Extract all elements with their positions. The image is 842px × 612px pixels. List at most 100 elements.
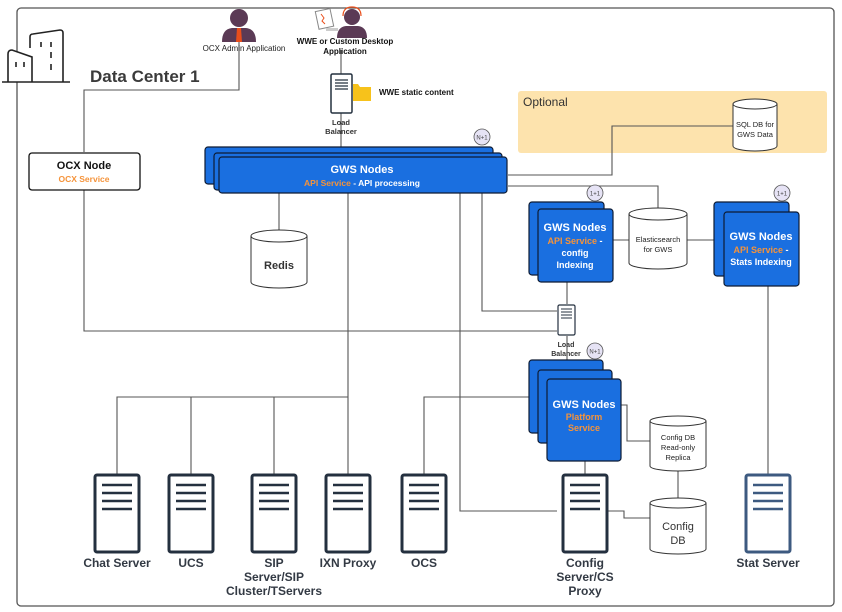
gws-platform-title: GWS Nodes bbox=[553, 399, 616, 411]
ocx-admin-label: OCX Admin Application bbox=[203, 44, 286, 53]
gws-api-badge: N+1 bbox=[473, 128, 491, 146]
server-icon bbox=[167, 473, 215, 554]
load-balancer-mid: Load Balancer bbox=[551, 304, 581, 358]
line-gws-api-to-lb-mid bbox=[481, 193, 557, 312]
gws-platform-nodes: GWS Nodes Platform Service N+1 bbox=[528, 342, 622, 462]
stat-server-label-1: Stat Server bbox=[736, 556, 800, 570]
wwe-label-line2: Application bbox=[323, 47, 367, 56]
ixn-proxy-label-1: IXN Proxy bbox=[320, 556, 377, 570]
gws-config-idx-line4: Indexing bbox=[556, 260, 593, 270]
gws-config-idx-title: GWS Nodes bbox=[544, 222, 607, 234]
gws-api-nodes: GWS Nodes API Service - API processing N… bbox=[204, 128, 508, 194]
wwe-actor: WWE or Custom Desktop Application bbox=[297, 6, 394, 56]
config-replica-label-1: Config DB bbox=[661, 433, 695, 442]
gws-stats-idx-line3: Stats Indexing bbox=[730, 257, 792, 267]
gws-api-title: GWS Nodes bbox=[331, 164, 394, 176]
sql-db-label-1: SQL DB for bbox=[736, 120, 775, 129]
load-balancer-mid-label-2: Balancer bbox=[551, 351, 581, 358]
gws-config-idx-line2: API Service - bbox=[547, 236, 602, 246]
line-gws-api-to-elastic bbox=[508, 185, 659, 209]
wwe-label-line1: WWE or Custom Desktop bbox=[297, 37, 394, 46]
gws-stats-idx-line2: API Service - bbox=[733, 245, 788, 255]
server-icon bbox=[330, 73, 353, 114]
load-balancer-top: Load Balancer bbox=[325, 73, 357, 136]
gws-platform-badge: N+1 bbox=[586, 342, 604, 360]
config-db-label-2: DB bbox=[670, 535, 685, 547]
user-icon bbox=[222, 9, 256, 42]
sip-server-label-3: Cluster/TServers bbox=[226, 584, 322, 598]
server-icon bbox=[561, 473, 609, 554]
gws-platform-line3: Service bbox=[568, 423, 600, 433]
load-balancer-top-label-1: Load bbox=[332, 118, 350, 127]
desktop-icon bbox=[314, 7, 338, 31]
config-server-label-2: Server/CS bbox=[556, 570, 613, 584]
optional-zone-label: Optional bbox=[523, 95, 568, 109]
config-replica-label-3: Replica bbox=[665, 453, 691, 462]
ocx-admin-actor: OCX Admin Application bbox=[203, 9, 286, 53]
ocx-node-title: OCX Node bbox=[57, 160, 111, 172]
redis-label: Redis bbox=[264, 260, 294, 272]
elasticsearch-db: Elasticsearch for GWS bbox=[628, 207, 688, 270]
line-platform-to-replica bbox=[621, 404, 650, 442]
server-icon bbox=[400, 473, 448, 554]
gws-api-service: API Service bbox=[304, 178, 351, 188]
sql-db-label-2: GWS Data bbox=[737, 130, 774, 139]
config-db: Config DB bbox=[649, 497, 707, 555]
line-platform-to-ocs bbox=[423, 396, 532, 478]
ixn-proxy: IXN Proxy bbox=[320, 473, 377, 570]
sip-server-label-1: SIP bbox=[264, 556, 283, 570]
svg-text:N+1: N+1 bbox=[589, 350, 601, 356]
gws-stats-idx-title: GWS Nodes bbox=[730, 231, 793, 243]
elasticsearch-label-1: Elasticsearch bbox=[636, 235, 681, 244]
svg-text:1+1: 1+1 bbox=[590, 192, 601, 198]
stat-server: Stat Server bbox=[736, 473, 800, 570]
load-balancer-top-label-2: Balancer bbox=[325, 127, 357, 136]
gws-stats-indexing-nodes: GWS Nodes API Service - Stats Indexing 1… bbox=[713, 184, 800, 287]
svg-text:1+1: 1+1 bbox=[777, 192, 788, 198]
gws-stats-idx-badge: 1+1 bbox=[773, 184, 791, 202]
chat-server-label-1: Chat Server bbox=[83, 556, 151, 570]
ocs: OCS bbox=[400, 473, 448, 570]
line-gws-api-to-sqldb bbox=[508, 125, 733, 176]
sip-server-label-2: Server/SIP bbox=[244, 570, 304, 584]
sql-db: SQL DB for GWS Data bbox=[732, 98, 778, 152]
ocx-node: OCX Node OCX Service bbox=[28, 152, 141, 191]
line-ocx-admin-to-ocx-node bbox=[83, 40, 240, 152]
line-config-server-to-config-db bbox=[603, 510, 650, 519]
ucs: UCS bbox=[167, 473, 215, 570]
svg-text:N+1: N+1 bbox=[476, 136, 488, 142]
config-db-label-1: Config bbox=[662, 521, 694, 533]
ucs-label-1: UCS bbox=[178, 556, 203, 570]
elasticsearch-label-2: for GWS bbox=[644, 245, 673, 254]
ocx-node-service: OCX Service bbox=[58, 174, 109, 184]
redis-db: Redis bbox=[250, 229, 308, 289]
static-content: WWE static content bbox=[353, 84, 454, 101]
server-icon bbox=[324, 473, 372, 554]
load-balancer-mid-label-1: Load bbox=[558, 342, 575, 349]
data-center-frame bbox=[16, 7, 835, 607]
folder-icon bbox=[353, 84, 371, 101]
gws-config-idx-badge: 1+1 bbox=[586, 184, 604, 202]
static-content-label: WWE static content bbox=[379, 88, 454, 97]
line-gws-api-to-config-server bbox=[459, 193, 557, 512]
chat-server: Chat Server bbox=[83, 473, 151, 570]
connectors bbox=[83, 40, 769, 519]
ocs-label-1: OCS bbox=[411, 556, 437, 570]
gws-platform-line2: Platform bbox=[566, 412, 603, 422]
server-icon bbox=[250, 473, 298, 554]
config-server-label-1: Config bbox=[566, 556, 604, 570]
servers-row: Chat Server UCS SIPServer/SIPCluster/TServ… bbox=[83, 473, 800, 598]
config-replica-label-2: Read-only bbox=[661, 443, 695, 452]
config-server-label-3: Proxy bbox=[568, 584, 602, 598]
config-db-replica: Config DB Read-only Replica bbox=[649, 415, 707, 472]
gws-api-subtitle: API Service - API processing bbox=[304, 178, 420, 188]
gws-config-indexing-nodes: GWS Nodes API Service - config Indexing … bbox=[528, 184, 614, 283]
server-icon bbox=[93, 473, 141, 554]
data-center-title: Data Center 1 bbox=[90, 67, 200, 86]
gws-config-idx-line3: config bbox=[562, 248, 589, 258]
server-icon bbox=[744, 473, 792, 554]
headset-user-icon bbox=[337, 6, 367, 38]
